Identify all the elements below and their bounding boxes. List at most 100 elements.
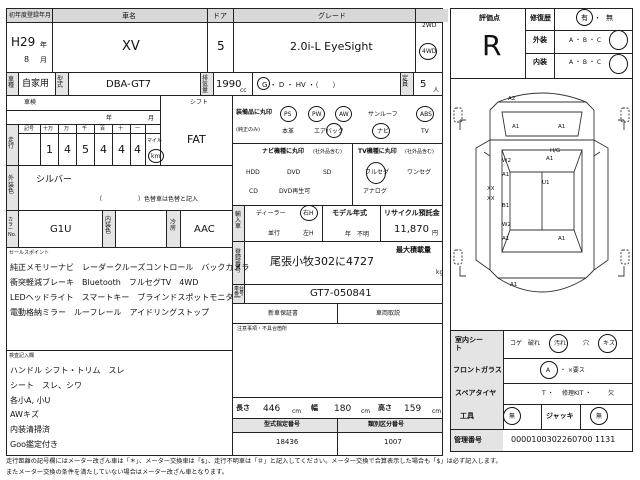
seat-stain-circle [549, 334, 568, 353]
tv-title: TV機種に丸印 [358, 148, 397, 155]
inspector-line: シート スレ、シワ [10, 381, 82, 390]
damage-code: H/G [550, 148, 560, 154]
interior-color-label: 内装色 [105, 216, 112, 235]
capacity-label: 定員 [402, 75, 409, 88]
type-no-value: 18436 [276, 438, 299, 446]
mileage-label: 走行 [8, 137, 15, 150]
car-damage-diagram: A2 A1 A1 A1 W2 A1 H/G XX U1 B1 XX W2 A1 … [453, 92, 630, 293]
unit-km-circle [148, 149, 164, 163]
damage-code: A1 [502, 236, 509, 242]
manage-value: 0000100302260700 1131 [511, 435, 616, 444]
recycle-unit: 円 [432, 230, 439, 237]
displacement-label: 排気量 [202, 75, 209, 94]
cc-unit: cc [240, 87, 247, 94]
exterior-grade-circle [609, 30, 628, 50]
damage-code: U1 [542, 180, 550, 186]
equip-aw-circle [335, 106, 352, 122]
exterior-grades: A ・ B ・ C [569, 37, 602, 44]
exterior-color-note: （ ）色替車は色替と記入 [96, 196, 199, 203]
seat-scratch-circle [598, 334, 617, 353]
main-form-frame [6, 8, 443, 456]
interior-grade-circle [609, 54, 628, 74]
mileage-digit: 5 [82, 143, 89, 156]
glass-repair: ・ ×要ス [560, 367, 585, 374]
reg-date-label: 初年度登録年月 [9, 12, 52, 19]
digit-header-0: 記号 [24, 126, 35, 132]
equipment-subtitle: (純正のみ) [236, 127, 260, 133]
warranty-new-car: 新車保証書 [268, 310, 299, 317]
sales-points-label: セールスポイント [9, 250, 50, 256]
damage-code: A1 [558, 124, 565, 130]
width-value: 180 [334, 404, 352, 414]
inspection-year-unit: 年 [106, 115, 113, 122]
seat-label: 室内シート [455, 336, 483, 353]
digit-header-3: 千 [82, 126, 88, 132]
exterior-color-label: 外装色 [8, 175, 15, 196]
evaluation-frame [450, 8, 633, 452]
score-label: 評価点 [479, 14, 500, 22]
glass-a-circle [540, 361, 558, 379]
digit-header-6: 一 [135, 126, 141, 132]
import-label: 輸入車 [235, 211, 242, 230]
plate-value: 尾張小牧302に4727 [270, 255, 374, 268]
usage-value: 自家用 [22, 79, 50, 89]
drive-4wd-circle [419, 43, 437, 60]
equip-navi-circle [372, 123, 390, 139]
type-no-label: 型式指定番号 [264, 421, 301, 428]
damage-code: A2 [508, 96, 515, 102]
damage-code: W2 [502, 222, 511, 228]
sales-point-line: LEDヘッドライト スマートキー ブラインドスポットモニター [10, 293, 242, 302]
recycle-value: 11,870 [394, 224, 429, 235]
inspection-label: 車検 [24, 99, 37, 106]
exterior-color-value: シルバー [36, 175, 73, 185]
seat-tear: 破れ [528, 340, 541, 347]
mileage-digit: 4 [134, 143, 141, 156]
color-no-value: G1U [50, 224, 72, 235]
repair-no: 無 [606, 14, 613, 22]
damage-code: A1 [558, 236, 565, 242]
equip-sunroof: サンルーフ [368, 111, 398, 118]
color-no-label: カラーNo. [8, 217, 17, 238]
doors-label: ドア [213, 12, 227, 20]
max-load-unit: kg [436, 269, 444, 276]
handle-left: 左H [303, 230, 314, 237]
equip-ps-circle [280, 106, 297, 122]
model-type-label: 型式 [57, 76, 64, 89]
length-value: 446 [263, 404, 281, 414]
reg-month: 8 [24, 55, 30, 64]
displacement-value: 1990 [216, 79, 242, 90]
inspection-month-unit: 月 [148, 115, 155, 122]
navi-sd: SD [323, 169, 332, 176]
manage-label: 管理番号 [454, 436, 482, 444]
fuel-options: G ・ D ・ HV ・（ ） [262, 81, 340, 89]
spare-label: スペアタイヤ [455, 389, 497, 397]
ac-value: AAC [194, 224, 215, 235]
digit-header-2: 万 [64, 126, 70, 132]
model-label: 車名 [122, 12, 136, 20]
exterior-grade-label: 外装 [533, 36, 547, 44]
doors-value: 5 [217, 39, 225, 53]
person-unit: 人 [433, 87, 440, 94]
unit-mile: マイル [147, 138, 163, 144]
handle-right-circle [300, 205, 318, 221]
import-dealer: ディーラー [256, 210, 286, 217]
length-label: 長さ [236, 404, 250, 412]
inspector-label: 検査記入欄 [9, 353, 35, 359]
mileage-digit: 4 [118, 143, 125, 156]
digit-header-4: 百 [100, 126, 106, 132]
footer-note-2: またメーター交換の条件を満たしていない場合はメーター改ざん車となります。 [6, 469, 228, 476]
equip-airbag-circle [326, 123, 342, 138]
header-shade [7, 9, 448, 22]
max-load-label: 最大積載量 [396, 246, 431, 254]
grade-value: 2.0i-L EyeSight [290, 40, 373, 53]
category-no-label: 類別区分番号 [368, 421, 405, 428]
spare-t: T ・ [542, 390, 554, 397]
score-value: R [482, 29, 502, 62]
width-unit: cm [361, 408, 371, 415]
car-type-label: 車種 [8, 76, 15, 89]
tv-note: (社外品含む) [405, 149, 434, 155]
spare-kit: 修理KIT ・ [562, 390, 592, 397]
damage-code: A1 [502, 172, 509, 178]
damage-code: B1 [502, 203, 509, 209]
spare-none: 欠 [608, 390, 615, 397]
